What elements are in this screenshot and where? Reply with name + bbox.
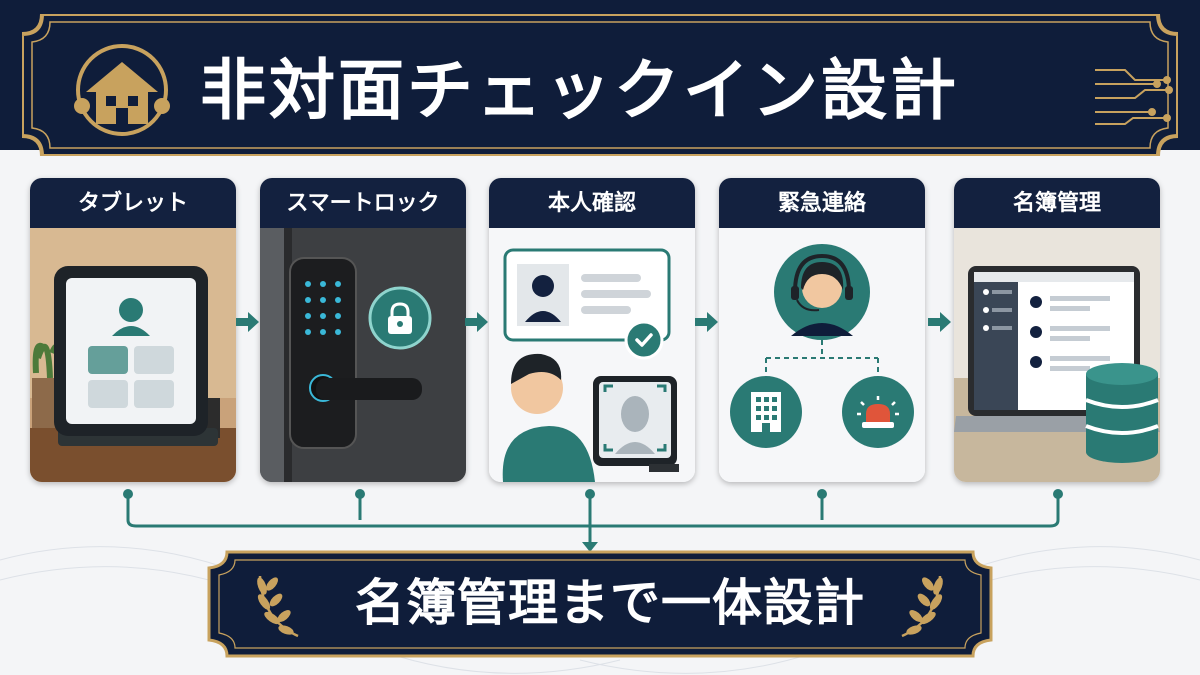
laurel-icon [257,575,299,638]
summary-banner [207,550,993,658]
step-label-tablet: タブレット [30,178,236,228]
check-icon [635,333,653,347]
step-card-smart-lock: スマートロック [260,178,466,482]
tablet-illustration [30,228,236,482]
emergency-illustration [719,228,925,482]
alarm-icon [857,396,899,428]
step-card-emergency: 緊急連絡 [719,178,925,482]
laurel-icon [901,575,943,638]
step-card-register: 名簿管理 [954,178,1160,482]
house-icon [74,44,170,136]
circuit-icon [1095,69,1173,125]
title-banner [22,14,1178,156]
summary-text: 名簿管理まで一体設計 [355,573,865,632]
arrow-right-icon [695,312,718,332]
page-title: 非対面チェックイン設計 [200,51,959,129]
integration-connector [123,489,1063,552]
lock-icon [388,302,412,334]
building-icon [751,392,781,432]
smart-lock-illustration [260,228,466,482]
step-label-emergency: 緊急連絡 [719,178,925,228]
id-check-illustration [489,228,695,482]
step-label-register: 名簿管理 [954,178,1160,228]
arrow-right-icon [465,312,488,332]
step-card-id-check: 本人確認 [489,178,695,482]
arrow-right-icon [236,312,259,332]
step-label-smart-lock: スマートロック [260,178,466,228]
database-icon [1085,363,1159,463]
arrow-right-icon [928,312,951,332]
step-card-tablet: タブレット [30,178,236,482]
step-label-id-check: 本人確認 [489,178,695,228]
